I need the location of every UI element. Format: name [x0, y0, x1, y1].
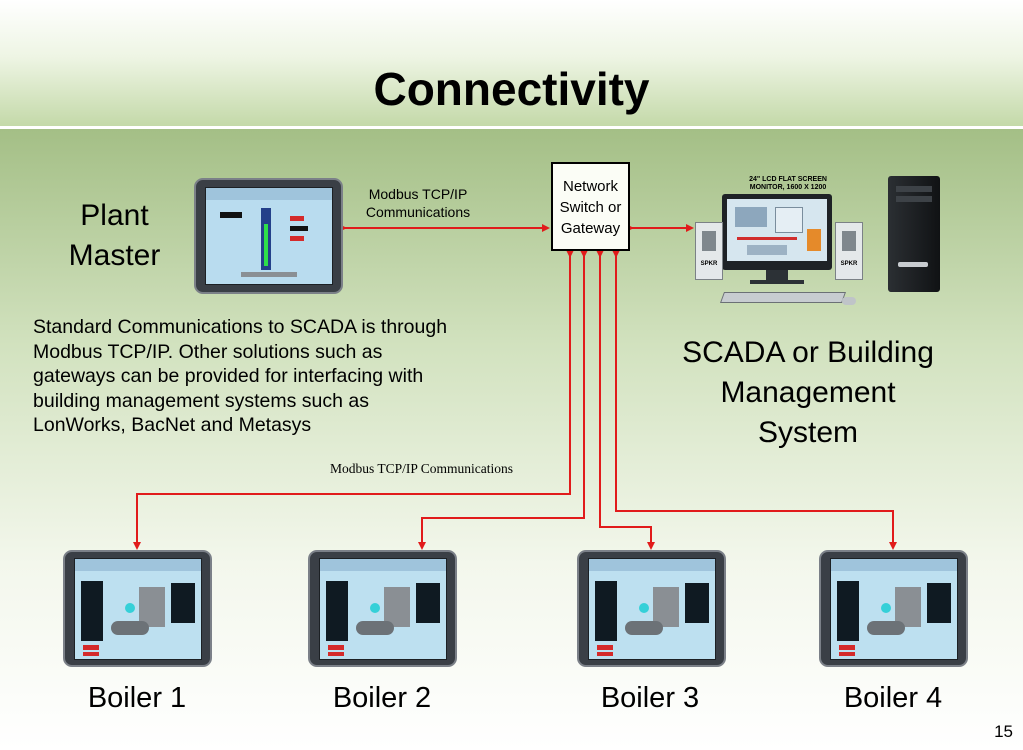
top-link-label: Modbus TCP/IP Communications	[365, 186, 471, 220]
body-text: Standard Communications to SCADA is thro…	[33, 316, 448, 436]
speaker-left: SPKR	[695, 222, 723, 280]
boiler-4-hmi-panel	[819, 550, 968, 667]
boiler-3-label: Boiler 3	[600, 682, 700, 714]
link-switch-to-boiler-3	[596, 250, 655, 550]
plant-master-label: Plant Master	[68, 199, 161, 272]
title-divider	[0, 126, 1023, 129]
link-switch-to-boiler-4	[612, 250, 897, 550]
plant-master-hmi-panel	[194, 178, 343, 294]
network-switch-gateway-box: Network Switch or Gateway	[551, 162, 630, 251]
computer-tower	[888, 176, 940, 292]
page-number: 15	[994, 722, 1013, 741]
speaker-right: SPKR	[835, 222, 863, 280]
monitor-label: 24" LCD FLAT SCREEN MONITOR, 1600 X 1200	[749, 176, 827, 191]
lcd-monitor	[722, 194, 832, 270]
scada-label: SCADA or Building Management System	[682, 336, 934, 449]
bottom-link-label: Modbus TCP/IP Communications	[330, 461, 514, 476]
boiler-4-label: Boiler 4	[843, 682, 943, 714]
slide-title: Connectivity	[373, 63, 650, 115]
boiler-2-hmi-panel	[308, 550, 457, 667]
title-band	[0, 0, 1023, 126]
boiler-2-label: Boiler 2	[332, 682, 432, 714]
boiler-1-label: Boiler 1	[87, 682, 187, 714]
boiler-1-hmi-panel	[63, 550, 212, 667]
boiler-3-hmi-panel	[577, 550, 726, 667]
scada-workstation: 24" LCD FLAT SCREEN MONITOR, 1600 X 1200…	[692, 172, 948, 307]
link-switch-to-boiler-2	[418, 250, 588, 550]
